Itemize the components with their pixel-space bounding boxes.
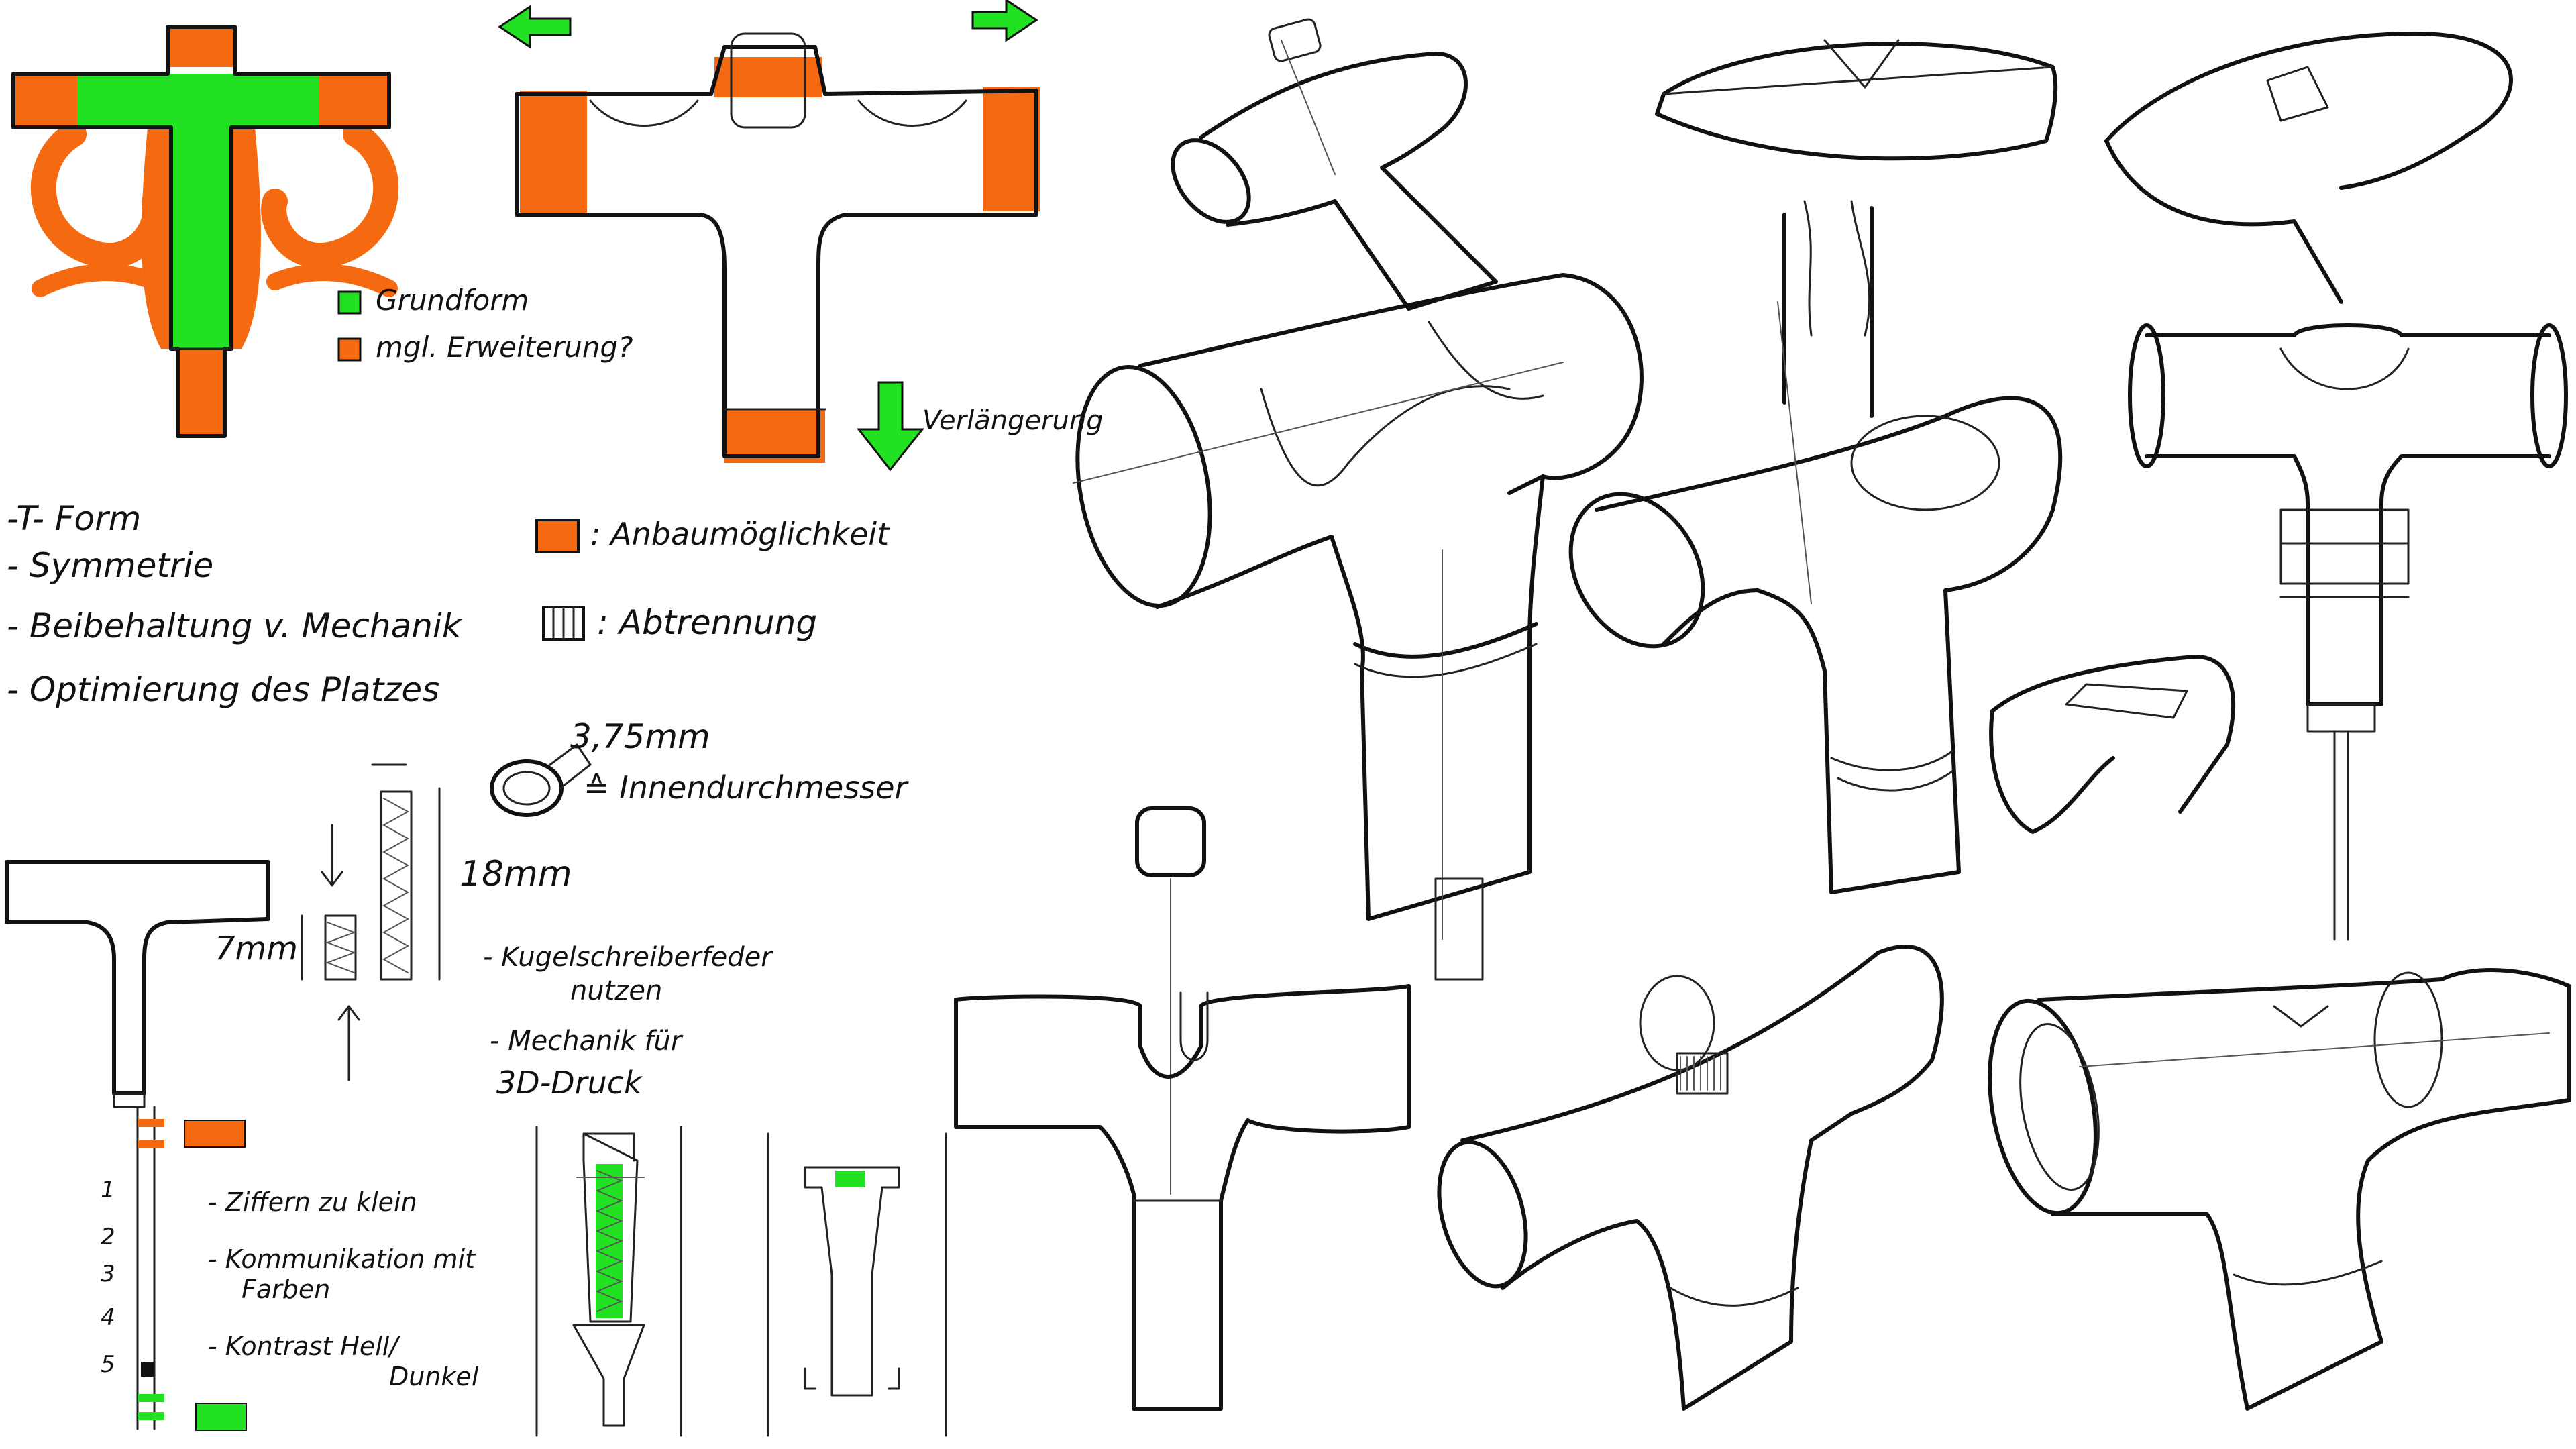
scale-number: 1: [101, 1177, 115, 1203]
arrow-down-thin-icon: [321, 824, 343, 887]
t-scale-sketch: 1 2 3 4 5 - Ziffern zu klein - Kommunika…: [5, 860, 479, 1431]
requirement-item: - Symmetrie: [7, 546, 213, 585]
scale-note: Farben: [241, 1275, 330, 1304]
requirement-item: - Beibehaltung v. Mechanik: [7, 606, 463, 645]
requirement-item: - Optimierung des Platzes: [7, 670, 439, 709]
extension-label: Verlängerung: [922, 405, 1104, 436]
legend-green-label: Grundform: [376, 284, 529, 317]
mount-legend-label: : Anbaumöglichkeit: [590, 516, 890, 552]
inner-diameter-label: ≙ Innendurchmesser: [584, 769, 910, 806]
requirement-item: -T- Form: [7, 499, 141, 538]
t-handle-3d-sketch-mid: [1568, 301, 2063, 894]
scale-number: 2: [101, 1224, 115, 1250]
mount-swatch: [535, 519, 580, 553]
spring-note-1b: nutzen: [570, 975, 662, 1006]
color-legend: Grundform mgl. Erweiterung?: [337, 284, 633, 364]
separation-swatch: [542, 606, 585, 641]
scale-note: - Kommunikation mit: [208, 1244, 476, 1274]
scale-note: - Ziffern zu klein: [208, 1187, 417, 1217]
inner-diameter-value: 3,75mm: [570, 717, 710, 756]
t-handle-3d-sketch-top: [1171, 18, 1498, 311]
arrow-up-thin-icon: [337, 1005, 360, 1081]
scale-note: Dunkel: [389, 1362, 479, 1391]
arrow-down-icon: [856, 381, 925, 472]
t-handle-3d-sketch-top-right: [1655, 32, 2513, 418]
t-handle-front-view-bottom: [954, 806, 1411, 1411]
legend-green-swatch: [337, 290, 362, 315]
scale-number: 3: [101, 1260, 115, 1287]
spring-note-1: - Kugelschreiberfeder: [483, 942, 773, 973]
t-handle-3d-sketch-bottom-right: [1988, 968, 2571, 1411]
separation-legend-label: : Abtrennung: [597, 603, 817, 642]
spring-note-2: - Mechanik für: [490, 1026, 684, 1057]
height-18-label: 18mm: [460, 854, 572, 894]
legend-orange-label: mgl. Erweiterung?: [376, 331, 633, 364]
dimension-sketch: 3,75mm ≙ Innendurchmesser 18mm 7mm - Kug…: [215, 717, 910, 1101]
spring-note-2b: 3D-Druck: [496, 1065, 643, 1101]
t-handle-3d-sketch-main: [1073, 273, 1644, 981]
scale-number: 4: [101, 1304, 115, 1331]
height-7-label: 7mm: [215, 930, 298, 967]
t-handle-front-view-right: [1989, 323, 2568, 941]
arrow-left-icon: [498, 5, 572, 49]
mount-legend: : Anbaumöglichkeit : Abtrennung: [535, 516, 890, 642]
scale-number: 5: [101, 1351, 115, 1378]
arrow-right-icon: [971, 0, 1038, 42]
scale-note: - Kontrast Hell/: [208, 1332, 400, 1361]
t-shape-colored-sketch: [11, 25, 399, 438]
mechanism-section-sketch: [535, 1126, 947, 1437]
requirements-list: -T- Form - Symmetrie - Beibehaltung v. M…: [7, 499, 463, 709]
t-front-view-sketch: Verlängerung: [498, 0, 1104, 472]
t-handle-3d-sketch-knob: [1437, 945, 1944, 1411]
legend-orange-swatch: [337, 337, 362, 362]
